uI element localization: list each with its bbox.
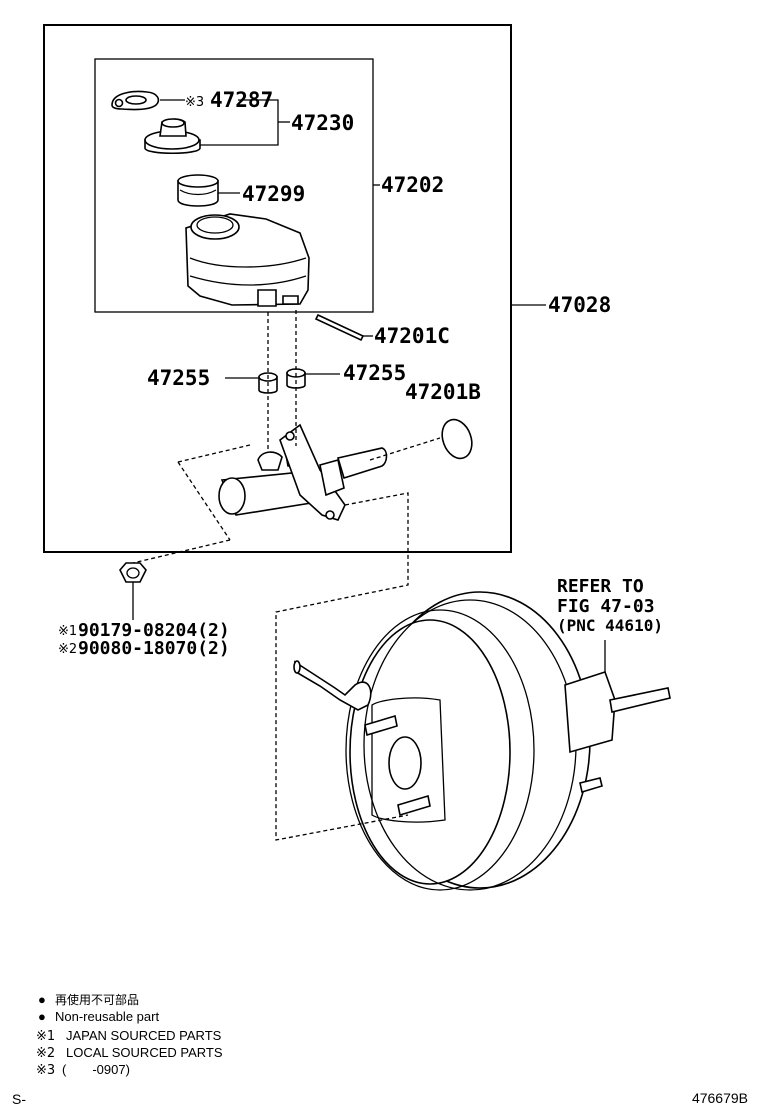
callout-47287-mark: ※3 [185,95,204,110]
master-cylinder-part [218,423,388,521]
legend-note3: ( -0907) [62,1062,130,1077]
leader-lines [132,99,606,672]
callout-90179-mark: ※1 [58,624,77,639]
reservoir-tank-47202-part [185,213,310,307]
footer-illustration-id: 476679B [692,1090,748,1106]
callout-47287: 47287 [210,88,273,112]
callout-47230: 47230 [291,111,354,135]
refer-line-2: FIG 47-03 [557,596,655,617]
legend-bullet-en: ● [38,1009,46,1024]
legend-note2: LOCAL SOURCED PARTS [66,1045,223,1060]
callout-47028: 47028 [548,293,611,317]
footer-left: S- [12,1091,26,1107]
callout-47299: 47299 [242,182,305,206]
o-ring-47201B-part [441,418,473,460]
legend-note1: JAPAN SOURCED PARTS [66,1028,222,1043]
refer-line-3: (PNC 44610) [557,616,663,635]
refer-line-1: REFER TO [557,576,644,597]
callout-90179: 90179-08204(2) [78,620,230,641]
cap-47230-part [144,118,201,154]
callout-47202: 47202 [381,173,444,197]
assembly-frame-47028 [43,24,512,553]
callout-90080-mark: ※2 [58,642,77,657]
callout-90080: 90080-18070(2) [78,638,230,659]
legend-nonreusable-jp: 再使用不可部品 [55,992,139,1007]
legend: ● 再使用不可部品 ● Non-reusable part ※1 JAPAN S… [36,992,223,1078]
legend-note1-mark: ※1 [36,1029,55,1044]
legend-note2-mark: ※2 [36,1046,55,1061]
nut-part [119,562,147,583]
grommet-47255-right-part [286,368,306,389]
legend-nonreusable-en: Non-reusable part [55,1009,159,1024]
legend-note3-mark: ※3 [36,1063,55,1078]
callout-47201B: 47201B [405,380,481,404]
gasket-47287-part [111,90,160,111]
brake-booster-part [293,591,671,891]
strainer-47299-part [177,174,219,207]
callout-47201C: 47201C [374,324,450,348]
legend-bullet-jp: ● [38,992,46,1007]
callout-47255-right: 47255 [343,361,406,385]
pin-47201C-part [314,313,365,342]
projection-lines [132,310,441,841]
callout-47255-left: 47255 [147,366,210,390]
